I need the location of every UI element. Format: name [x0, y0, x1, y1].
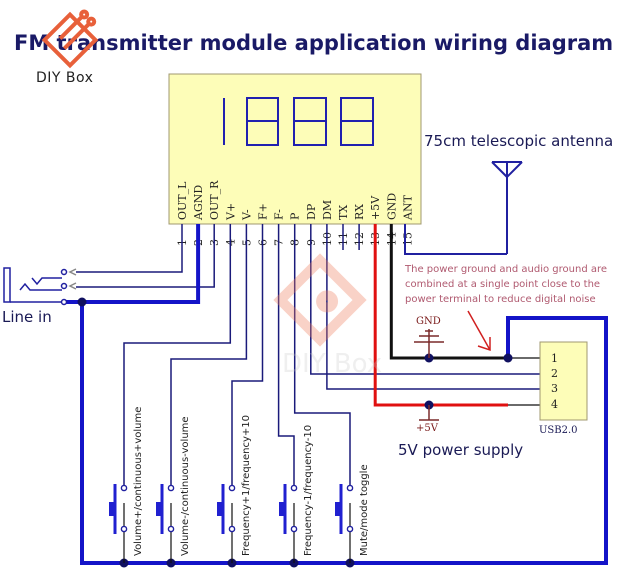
button-terminal — [290, 484, 298, 492]
wire-dm — [326, 250, 540, 390]
button-plunger-icon — [156, 502, 162, 516]
pin-label: AGND — [192, 185, 205, 221]
usb-name: USB2.0 — [539, 425, 578, 436]
fm-module — [168, 73, 422, 225]
button-plunger-icon — [335, 502, 341, 516]
pin-label: OUT_R — [208, 180, 221, 220]
pin-label: F- — [273, 209, 286, 220]
vcc-label: +5V — [416, 423, 439, 434]
wire-out-l — [76, 250, 183, 273]
button-terminal — [120, 484, 128, 492]
pin-label: F+ — [257, 203, 270, 220]
pin-label: DP — [305, 203, 318, 220]
brand-name: DIY Box — [36, 70, 93, 86]
gnd-label: GND — [416, 316, 441, 327]
audio-jack-icon — [3, 267, 77, 306]
circuit-diamond-logo-icon — [41, 9, 99, 69]
push-button[interactable]: Frequency+1/frequency+10 — [217, 415, 252, 563]
button-terminal — [228, 484, 236, 492]
wires — [66, 224, 608, 568]
pin-label: TX — [337, 205, 350, 220]
button-label: Volume+/continuous+volume — [133, 407, 144, 556]
button-label: Mute/mode toggle — [359, 464, 370, 556]
button-label: Volume-/continuous-volume — [180, 416, 191, 556]
ground-note-line-1: The power ground and audio ground are — [404, 264, 607, 275]
button-terminal — [346, 525, 354, 533]
usb-pin-1: 1 — [551, 352, 558, 365]
wire-5v — [373, 250, 508, 407]
pin-label: V+ — [224, 203, 237, 221]
antenna-label: 75cm telescopic antenna — [424, 132, 613, 150]
button-terminal — [290, 525, 298, 533]
wire-f-minus — [277, 250, 295, 485]
usb-connector — [539, 341, 588, 421]
wire-v-minus — [170, 250, 248, 485]
pin-label: +5V — [369, 195, 382, 220]
junction-dot — [503, 353, 513, 363]
button-terminal — [346, 484, 354, 492]
button-terminal — [120, 525, 128, 533]
line-in-label: Line in — [2, 308, 52, 326]
wire-v-plus — [123, 250, 232, 485]
watermark-text: DIY Box — [282, 349, 382, 379]
ground-note-line-3: power terminal to reduce digital noise — [405, 294, 596, 305]
wire-p — [293, 250, 351, 485]
ground-note-line-2: combined at a single point close to the — [405, 279, 600, 290]
brand-logo: DIY Box — [36, 9, 99, 86]
button-label: Frequency+1/frequency+10 — [241, 415, 252, 556]
pin-label: DM — [321, 200, 334, 220]
button-plunger-icon — [109, 502, 115, 516]
wire-f-plus — [231, 250, 264, 485]
button-terminal — [167, 525, 175, 533]
pin-label: RX — [353, 204, 366, 220]
watermark-logo-icon — [273, 253, 367, 347]
pin-label: V- — [240, 209, 253, 221]
push-button[interactable]: Mute/mode toggle — [335, 464, 370, 563]
button-plunger-icon — [217, 502, 223, 516]
seven-segment-display — [223, 97, 374, 146]
push-button[interactable]: Frequency-1/frequency-10 — [279, 425, 314, 563]
diagram-title: FM transmitter module application wiring… — [14, 31, 613, 55]
pin-label: ANT — [401, 194, 414, 221]
buttons: Volume+/continuous+volume Volume-/continu… — [109, 407, 370, 563]
ground-bus — [80, 302, 608, 565]
button-terminal — [228, 525, 236, 533]
junction-dot — [77, 297, 87, 307]
wire-agnd — [66, 250, 201, 304]
pin-label: OUT_L — [176, 181, 189, 220]
usb-pin-2: 2 — [551, 367, 558, 380]
watermark: DIY Box — [273, 253, 382, 379]
vcc-symbol-icon — [419, 405, 439, 421]
usb-pin-4: 4 — [551, 398, 558, 411]
button-plunger-icon — [279, 502, 285, 516]
button-label: Frequency-1/frequency-10 — [303, 425, 314, 556]
pin-number: 15 — [401, 232, 414, 246]
pin-label: P — [289, 212, 302, 220]
ground-symbol-icon — [414, 329, 444, 358]
push-button[interactable]: Volume+/continuous+volume — [109, 407, 144, 563]
wire-gnd — [389, 250, 508, 360]
button-terminal — [167, 484, 175, 492]
wire-dp — [310, 250, 540, 375]
arrow-icon — [467, 310, 491, 352]
wire-out-r — [76, 250, 215, 288]
antenna-icon — [404, 161, 523, 255]
usb-pin-3: 3 — [551, 382, 558, 395]
pin-label: GND — [385, 193, 398, 220]
power-supply-label: 5V power supply — [398, 441, 523, 459]
push-button[interactable]: Volume-/continuous-volume — [156, 416, 191, 563]
